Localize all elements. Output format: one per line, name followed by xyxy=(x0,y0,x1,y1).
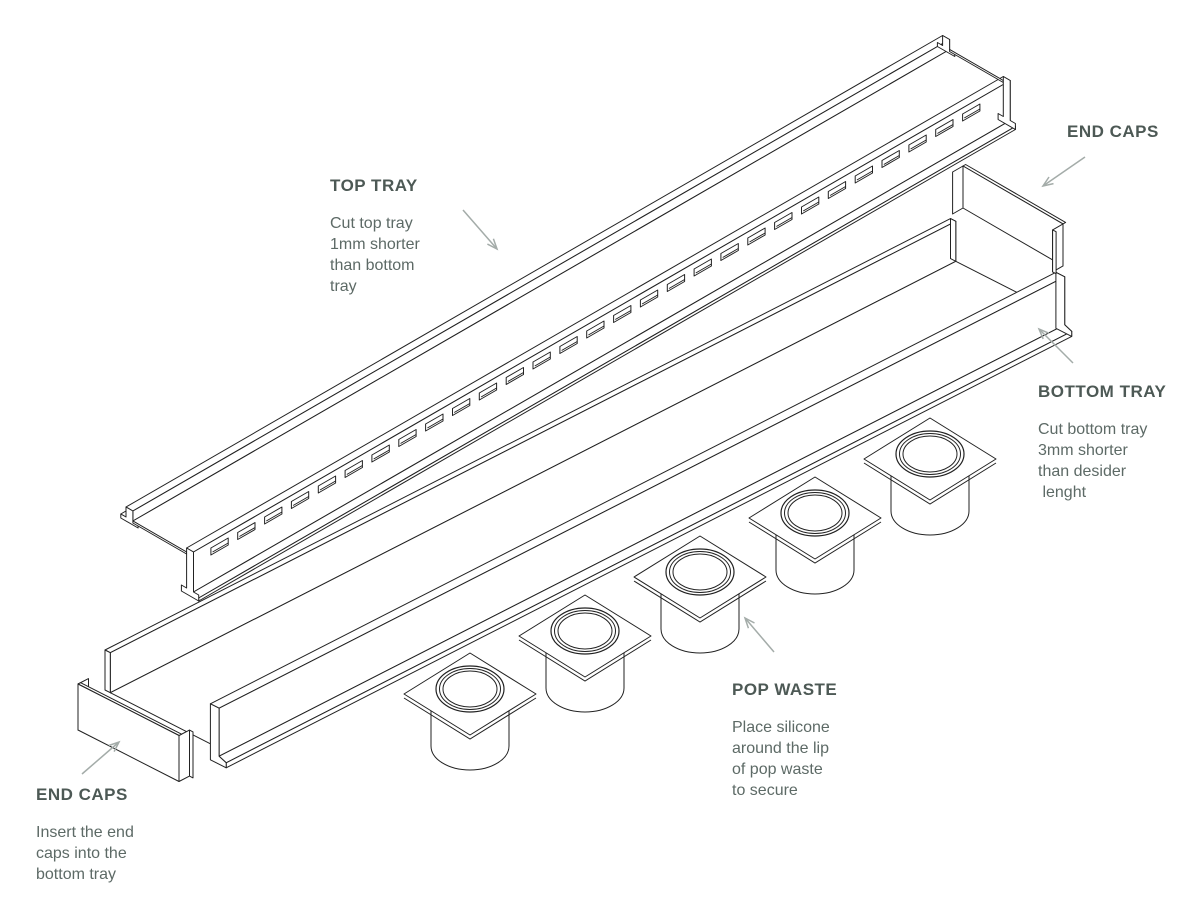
bottom-tray-label: BOTTOM TRAY Cut bottom tray 3mm shorter … xyxy=(1038,382,1166,503)
end-caps-bottom-left-note: Insert the end caps into the bottom tray xyxy=(36,824,134,883)
bottom-tray-note: Cut bottom tray 3mm shorter than desider… xyxy=(1038,421,1148,501)
top-tray-label: TOP TRAY Cut top tray 1mm shorter than b… xyxy=(330,176,420,297)
end-caps-top-right-label: END CAPS xyxy=(1067,122,1159,142)
end-cap-bottom-left-drawing xyxy=(77,678,194,782)
pop-waste-drawing xyxy=(518,594,652,713)
top-tray-drawing xyxy=(120,35,1016,602)
pop-waste-drawing xyxy=(748,476,882,595)
pop-waste-drawing xyxy=(403,652,537,771)
bottom-tray-drawing xyxy=(104,218,1073,769)
end-caps-bottom-left-title: END CAPS xyxy=(36,785,128,804)
annotation-arrows xyxy=(81,156,1086,775)
top-tray-title: TOP TRAY xyxy=(330,176,418,195)
end-cap-top-right-drawing xyxy=(952,164,1067,275)
pop-waste-label: POP WASTE Place silicone around the lip … xyxy=(732,680,837,801)
end-caps-top-right-title: END CAPS xyxy=(1067,122,1159,141)
pop-waste-title: POP WASTE xyxy=(732,680,838,699)
bottom-tray-title: BOTTOM TRAY xyxy=(1038,382,1167,401)
top-tray-note: Cut top tray 1mm shorter than bottom tra… xyxy=(330,215,420,295)
pop-waste-note: Place silicone around the lip of pop was… xyxy=(732,719,830,799)
pop-waste-drawing xyxy=(633,535,767,654)
pop-waste-drawing xyxy=(863,417,997,536)
end-caps-bottom-left-label: END CAPS Insert the end caps into the bo… xyxy=(36,785,134,885)
